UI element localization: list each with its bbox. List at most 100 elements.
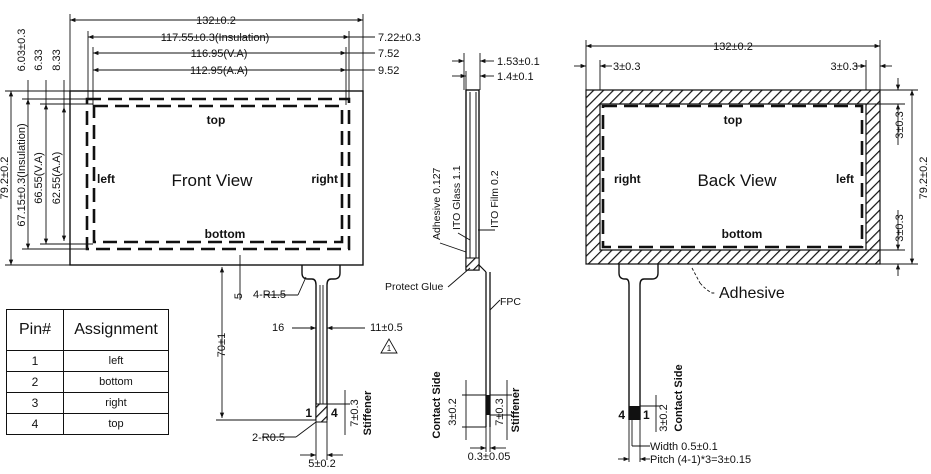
protect-glue-area [465,257,480,271]
front-view: 132±0.2 117.55±0.3(Insulation) 7.22±0.3 … [0,14,421,470]
dim-label: 117.55±0.3(Insulation) [161,32,270,44]
pin-cell: 4 [6,413,64,435]
pin-cell: 3 [6,392,64,414]
layer-label-ito-glass: ITO Glass 1.1 [451,165,463,230]
assignment-cell: bottom [63,371,169,393]
protect-glue-leader [447,267,471,288]
dim-label: 6.03±0.3 [16,29,28,72]
header-pin: Pin# [6,309,64,351]
table-row: 4 top [6,413,169,435]
back-view-title: Back View [697,171,777,190]
edge-label-right: right [311,172,338,186]
dim-label: 67.15±0.3(Insulation) [16,123,28,226]
stiffener-label: Stiffener [510,387,522,432]
dim-label: 79.2±0.2 [0,157,11,200]
edge-label-bottom: bottom [205,227,246,241]
dim-label: 112.95(A.A) [190,65,248,77]
dim-label: 8.33 [51,49,63,70]
dim-label: 4-R1.5 [253,289,286,301]
edge-label-bottom: bottom [722,227,763,241]
dim-label: 7±0.3 [349,399,361,426]
adhesive-leader [699,282,716,294]
edge-label-left: left [836,172,854,186]
radius-leader [295,421,317,438]
table-row: 2 bottom [6,371,169,393]
assignment-cell: left [63,350,169,372]
dim-label: 116.95(V.A) [191,48,248,60]
stiffener-contact [315,403,328,423]
fpc-label: FPC [500,296,521,308]
header-assignment: Assignment [63,309,169,351]
contact-side-label: Contact Side [431,371,443,438]
layer-label-adhesive: Adhesive 0.127 [431,167,443,240]
pin-label-1: 1 [305,406,312,420]
fpc-bend [478,264,487,273]
stiffener-label: Stiffener [362,390,374,435]
layer-leader [439,242,467,253]
side-glass [465,89,480,271]
dim-label: 3±0.3 [831,61,858,73]
table-header-row: Pin# Assignment [6,309,169,351]
layer-label-ito-film: ITO Film 0.2 [489,170,501,228]
dim-label: 7.52 [378,48,399,60]
active-area-boundary [92,104,344,244]
dim-label: 1.4±0.1 [497,71,534,83]
pitch-label: Pitch (4-1)*3=3±0.15 [650,454,751,466]
dim-label: 132±0.2 [713,41,753,53]
dim-label: 16 [272,322,284,334]
fpc-tail [301,265,341,420]
adhesive-leader [691,267,701,284]
dim-label: 79.2±0.2 [918,157,930,200]
pin-label-4: 4 [331,406,338,420]
edge-label-left: left [97,172,115,186]
dim-label: 5 [233,293,245,299]
back-contacts [629,406,640,420]
table-row: 3 right [6,392,169,414]
dim-label: 70±1 [216,333,228,357]
dim-label: 7.22±0.3 [378,32,421,44]
dim-label: 1.53±0.1 [497,56,540,68]
dim-label: 3±0.2 [658,404,670,431]
dim-label: 0.3±0.05 [468,451,511,463]
pin-label-1: 1 [643,408,650,422]
dim-label: 3±0.3 [894,111,906,138]
note-mark: 1 [387,344,392,353]
insulation-boundary [85,97,351,251]
dim-label: 2-R0.5 [252,432,285,444]
back-view: 132±0.2 3±0.3 3±0.3 top right left botto… [574,40,930,466]
width-label: Width 0.5±0.1 [650,441,718,453]
dim-label: 7±0.3 [494,398,506,425]
dim-label: 11±0.5 [370,322,403,334]
dim-label: 9.52 [378,65,399,77]
edge-label-top: top [724,113,743,127]
edge-label-top: top [207,113,226,127]
assignment-cell: right [63,392,169,414]
side-view: 1.53±0.1 1.4±0.1 Adhesive 0.127 ITO Glas… [385,53,540,463]
front-view-title: Front View [172,171,254,190]
dim-label: 6.33 [33,49,45,70]
dim-label: 66.55(V.A) [33,152,45,204]
adhesive-label: Adhesive [719,285,785,302]
dim-label: 62.55(A.A) [51,152,63,205]
pin-label-4: 4 [618,408,625,422]
dim-label: 132±0.2 [196,15,236,27]
contact-side-label: Contact Side [673,364,685,431]
dim-label: 3±0.3 [894,214,906,241]
back-fpc-tail [618,264,659,420]
pin-cell: 1 [6,350,64,372]
protect-glue-label: Protect Glue [385,281,444,293]
radius-leader [297,276,307,296]
dim-label: 5±0.2 [308,458,335,470]
dim-label: 3±0.3 [613,61,640,73]
dim-label: 3±0.2 [447,398,459,425]
pin-assignment-table: Pin# Assignment 1 left 2 bottom 3 right … [6,309,169,435]
pin-cell: 2 [6,371,64,393]
table-row: 1 left [6,350,169,372]
back-insulation-boundary [601,104,864,249]
assignment-cell: top [63,413,169,435]
edge-label-right: right [614,172,641,186]
fpc-leader [489,299,501,311]
note-triangle-icon [380,338,398,354]
